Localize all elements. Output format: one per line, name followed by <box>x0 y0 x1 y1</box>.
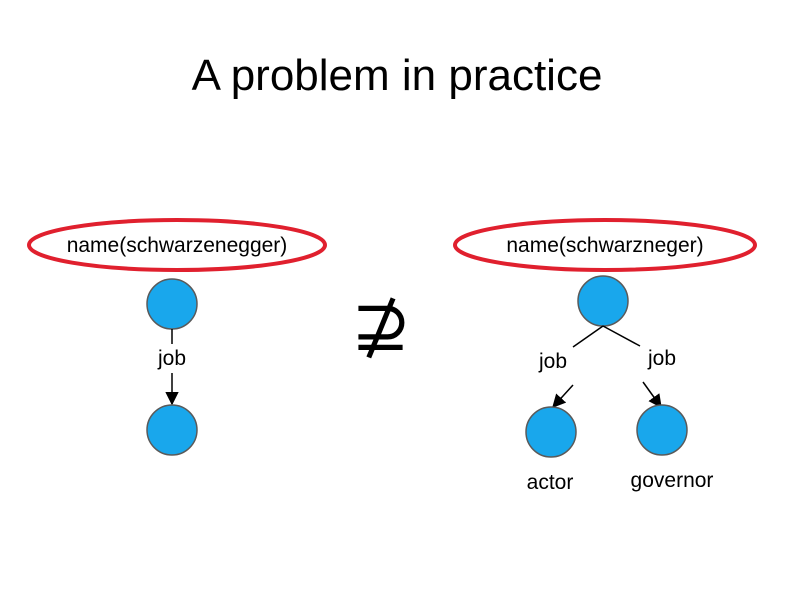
right-root-node <box>577 275 629 327</box>
right-right-edge-label: job <box>647 347 676 370</box>
right-left-edge-arrow <box>552 384 574 408</box>
right-right-edge-arrow <box>642 381 662 409</box>
right-left-edge-label: job <box>538 350 567 373</box>
right-right-child-node <box>636 404 688 456</box>
left-root-highlight-ellipse <box>27 218 327 272</box>
left-edge-label: job <box>157 347 186 370</box>
right-left-edge-upper <box>572 325 604 348</box>
right-root-highlight-ellipse <box>453 218 757 272</box>
right-left-child-node <box>525 406 577 458</box>
left-root-label: name(schwarzenegger) <box>67 234 288 257</box>
right-left-child-label: actor <box>527 471 574 494</box>
right-root-label: name(schwarzneger) <box>506 234 703 257</box>
left-graph: name(schwarzenegger) job <box>27 218 327 456</box>
not-superset-symbol: ⊉ <box>351 283 411 367</box>
left-child-node <box>146 404 198 456</box>
right-right-edge-upper <box>602 325 641 347</box>
not-superset-glyph: ⊉ <box>351 283 411 367</box>
right-graph: name(schwarzneger) job job actor governo… <box>453 218 757 494</box>
left-root-node <box>146 278 198 330</box>
right-right-child-label: governor <box>631 469 714 492</box>
slide-title: A problem in practice <box>191 51 603 100</box>
